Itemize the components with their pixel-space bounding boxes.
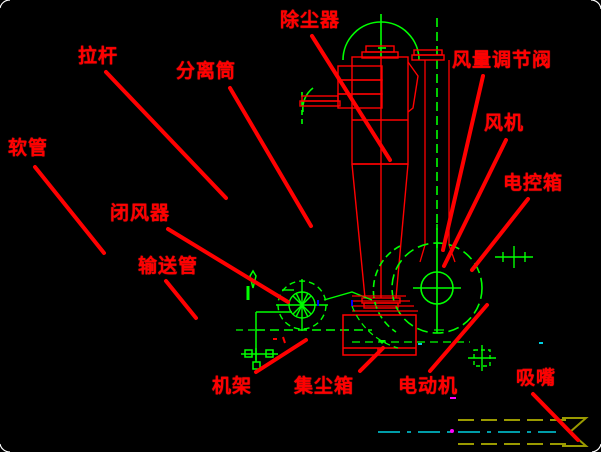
- leader-line-air-volume-control-valve: [441, 74, 485, 252]
- dust-box-internal-detail: [351, 305, 470, 349]
- fan-assembly: [372, 224, 483, 334]
- leader-line-hose: [33, 165, 106, 255]
- nozzle-origin-point: [450, 429, 454, 433]
- nozzle-tip: [562, 417, 589, 447]
- damper-flange-lower: [299, 100, 341, 107]
- alignment-markers: [282, 246, 533, 371]
- annotation-label-pull-rod[interactable]: 拉杆: [78, 45, 119, 67]
- annotation-label-fan[interactable]: 风机: [484, 112, 525, 134]
- annotation-label-dust-collection-box[interactable]: 集尘箱: [294, 375, 355, 397]
- frame-pad: [252, 361, 261, 370]
- level-arrow: [378, 340, 386, 344]
- rotor-vane-4: [295, 292, 309, 318]
- leader-line-dust-collector: [310, 34, 392, 162]
- riser-flange: [411, 54, 445, 61]
- cyclone-top-flange-upper: [365, 45, 395, 53]
- leader-line-electric-motor: [428, 303, 489, 373]
- nozzle-outline: [458, 419, 570, 445]
- inlet-box-1: [337, 65, 383, 81]
- cone-right-wall: [395, 163, 409, 299]
- damper-flange-upper: [301, 95, 339, 102]
- leader-line-pull-rod: [104, 70, 228, 200]
- leader-line-separator-cylinder: [228, 86, 313, 228]
- cross-marker-bottom: [468, 345, 496, 371]
- dust-collection-box: [342, 295, 418, 356]
- rotary-airlock-valve: [256, 279, 373, 331]
- leader-line-conveying-pipe: [164, 279, 198, 320]
- corner-arc-bottom-left: [0, 443, 11, 452]
- frame-bolt-symbol: [249, 269, 257, 289]
- riser-flange-upper: [413, 49, 443, 56]
- leader-line-dust-collection-box: [358, 346, 385, 373]
- fan-scroll-arc: [372, 245, 401, 333]
- leader-line-frame: [254, 338, 308, 374]
- annotation-label-air-volume-control-valve[interactable]: 风量调节阀: [452, 49, 553, 71]
- corner-arc-top-left: [0, 0, 11, 9]
- suction-nozzle-plan: [378, 397, 589, 447]
- cross-marker-right: [495, 246, 533, 268]
- leader-line-fan: [442, 138, 508, 268]
- annotation-label-conveying-pipe[interactable]: 输送管: [138, 255, 199, 277]
- cone-left-wall: [351, 163, 366, 299]
- leader-line-air-shutoff-valve: [166, 227, 290, 304]
- corner-arc-top-right: [590, 0, 601, 10]
- valve-to-duct-link: [323, 291, 373, 301]
- riser-to-fan-left: [419, 244, 426, 263]
- annotation-label-separator-cylinder[interactable]: 分离筒: [176, 60, 237, 82]
- annotation-label-suction-nozzle[interactable]: 吸嘴: [516, 367, 557, 389]
- leader-line-electric-control-box: [470, 197, 530, 272]
- misc-tick-details: [273, 300, 543, 345]
- internal-scroll-arc: [351, 305, 399, 349]
- duct-louvers: [352, 295, 418, 312]
- annotation-label-electric-motor[interactable]: 电动机: [398, 375, 459, 397]
- annotation-leader-lines: [33, 34, 580, 442]
- cyclone-body-outline: [299, 45, 445, 309]
- cyclone-dome-and-centerlines: [301, 14, 438, 230]
- corner-arc-bottom-right: [591, 443, 601, 452]
- inlet-box-3: [337, 93, 383, 109]
- annotation-label-electric-control-box[interactable]: 电控箱: [503, 172, 564, 194]
- machine-frame: [241, 269, 292, 370]
- annotation-label-air-shutoff-valve[interactable]: 闭风器: [110, 202, 171, 224]
- annotation-label-hose[interactable]: 软管: [8, 137, 49, 159]
- red-dot-b: [282, 336, 286, 344]
- vortex-deflector: [407, 61, 419, 113]
- annotation-label-frame[interactable]: 机架: [212, 375, 253, 397]
- left-inlet-arc: [301, 87, 314, 113]
- leader-line-suction-nozzle: [531, 392, 580, 442]
- dust-box-outline: [342, 314, 417, 356]
- annotation-label-dust-collector[interactable]: 除尘器: [280, 9, 341, 31]
